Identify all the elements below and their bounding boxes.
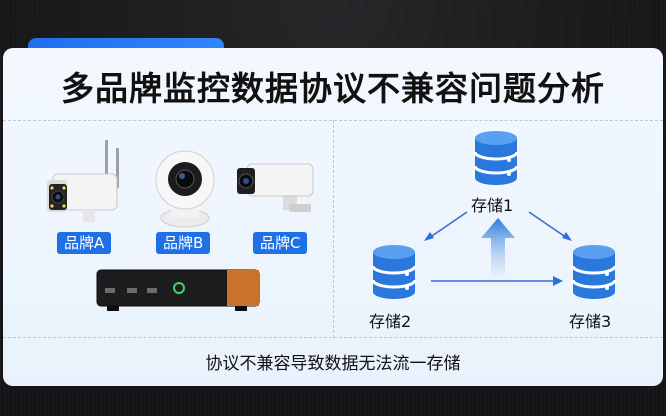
diagram-card: 多品牌监控数据协议不兼容问题分析 品牌A 品牌B 品牌C	[3, 48, 663, 386]
bullet-camera-icon	[47, 140, 119, 222]
brand-badge: 品牌B	[156, 232, 211, 254]
horizontal-arrow-icon	[431, 276, 563, 286]
storage-label: 存储3	[569, 312, 612, 331]
divider	[3, 337, 663, 338]
up-arrow-icon	[481, 218, 515, 276]
database-icon	[473, 131, 519, 185]
brand-badge: 品牌A	[57, 232, 112, 254]
footer-caption: 协议不兼容导致数据无法流一存储	[205, 354, 461, 374]
storage-label: 存储2	[369, 312, 412, 331]
brand-badge: 品牌C	[253, 232, 308, 254]
diagonal-arrow-icon	[424, 211, 468, 241]
nvr-device-icon	[96, 269, 260, 311]
dome-camera-icon	[155, 150, 215, 228]
box-camera-icon	[237, 163, 314, 212]
page-title: 多品牌监控数据协议不兼容问题分析	[61, 69, 605, 108]
database-icon	[571, 245, 617, 299]
diagonal-arrow-icon	[528, 211, 572, 241]
database-icon	[371, 245, 417, 299]
storage-label: 存储1	[471, 196, 514, 215]
divider	[333, 120, 334, 338]
